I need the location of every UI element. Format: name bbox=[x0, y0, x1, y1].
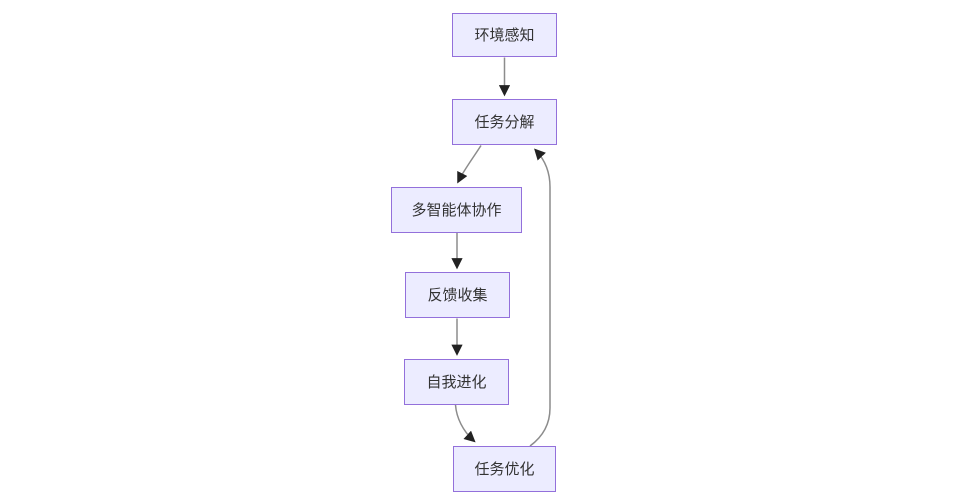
node-task-decomposition: 任务分解 bbox=[452, 99, 557, 145]
edge-optimize-to-decompose-loop bbox=[529, 148, 551, 447]
node-env-perception: 环境感知 bbox=[452, 13, 557, 57]
node-env-perception-label: 环境感知 bbox=[474, 26, 535, 44]
node-task-optimization-label: 任务优化 bbox=[474, 460, 535, 478]
node-task-optimization: 任务优化 bbox=[453, 446, 556, 492]
node-multi-agent-collaboration-label: 多智能体协作 bbox=[411, 201, 502, 219]
node-feedback-collection: 反馈收集 bbox=[405, 272, 510, 318]
edge-decompose-to-collab bbox=[457, 145, 482, 184]
edge-evolve-to-optimize bbox=[454, 404, 476, 443]
node-self-evolution: 自我进化 bbox=[404, 359, 509, 405]
node-feedback-collection-label: 反馈收集 bbox=[427, 286, 488, 304]
node-task-decomposition-label: 任务分解 bbox=[474, 113, 535, 131]
node-multi-agent-collaboration: 多智能体协作 bbox=[391, 187, 522, 233]
node-self-evolution-label: 自我进化 bbox=[426, 373, 487, 391]
